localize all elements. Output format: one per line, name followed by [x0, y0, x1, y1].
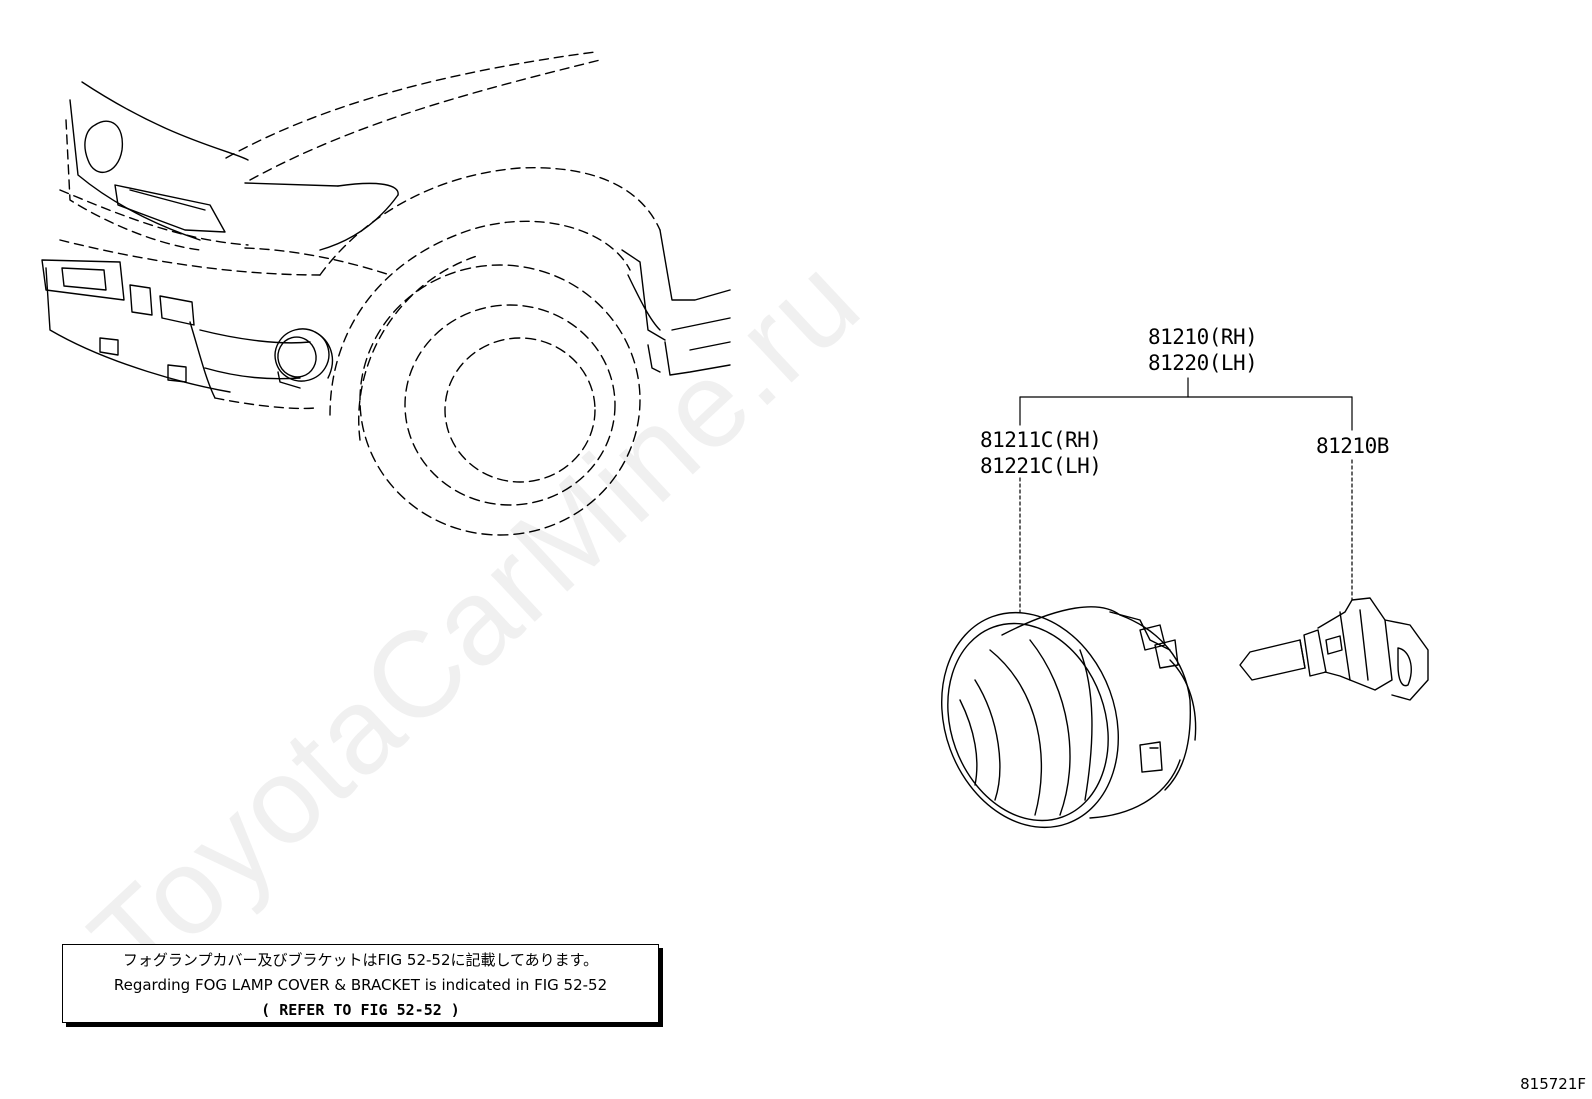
note-line-english: Regarding FOG LAMP COVER & BRACKET is in…	[113, 976, 608, 994]
leader-lines	[1019, 377, 1353, 613]
fog-lamp-bulb	[1239, 597, 1429, 701]
figure-number: 815721F	[1520, 1075, 1586, 1093]
note-line-reference: ( REFER TO FIG 52-52 )	[261, 1001, 460, 1019]
watermark-text: ToyotaCarMine.ru	[65, 231, 885, 1009]
fog-lamp-unit	[941, 606, 1197, 829]
reference-note-box: フォグランプカバー及びブラケットはFIG 52-52に記載してあります。 Reg…	[62, 944, 659, 1023]
callout-assembly-lh: 81220(LH)	[1148, 351, 1258, 375]
callout-bulb: 81210B	[1316, 434, 1389, 458]
note-line-japanese: フォグランプカバー及びブラケットはFIG 52-52に記載してあります。	[122, 951, 599, 969]
callout-assembly-rh: 81210(RH)	[1148, 325, 1258, 349]
callout-lamp-unit-rh: 81211C(RH)	[980, 428, 1102, 452]
callout-lamp-unit-lh: 81221C(LH)	[980, 454, 1102, 478]
vehicle-outline	[41, 51, 731, 536]
